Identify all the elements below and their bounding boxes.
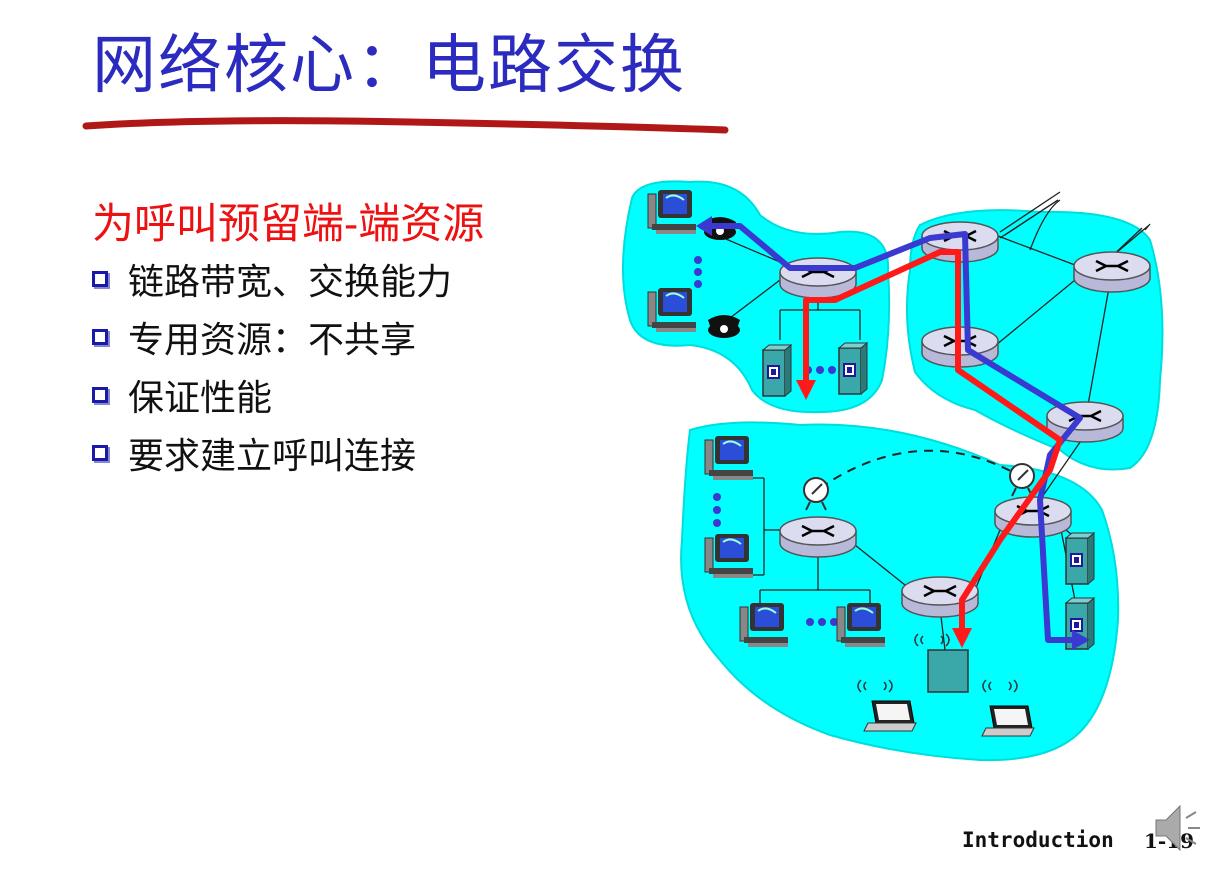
circuit-arrow-blue-start [696, 216, 712, 236]
square-bullet-icon [92, 445, 108, 461]
router-icon [778, 256, 858, 300]
circuit-arrow-blue [1072, 630, 1090, 650]
server-icon [838, 342, 868, 395]
circuit-path-red [803, 249, 1063, 632]
ellipsis-dots [694, 256, 702, 288]
server-icon [762, 344, 792, 397]
bullet-text: 链路带宽、交换能力 [128, 262, 453, 303]
router-icon [778, 515, 858, 559]
square-bullet-icon [92, 271, 108, 287]
bullet-item: 要求建立呼叫连接 [92, 424, 452, 482]
footer-label: Introduction [962, 828, 1114, 852]
bullet-text: 要求建立呼叫连接 [128, 436, 417, 477]
bullet-item: 链路带宽、交换能力 [92, 250, 452, 308]
network-diagram [622, 180, 1164, 762]
bullet-item: 保证性能 [92, 366, 452, 424]
desktop-computer-icon [739, 602, 789, 648]
desktop-computer-icon [836, 602, 886, 648]
square-bullet-icon [92, 387, 108, 403]
circuit-arrow-red-start [796, 380, 816, 400]
bullet-text: 专用资源：不共享 [128, 320, 417, 361]
circuit-arrow-red [952, 628, 972, 648]
desktop-computer-icon [704, 435, 754, 481]
server-icon [1065, 532, 1095, 585]
slide-title: 网络核心：电路交换 [92, 29, 686, 103]
bullet-text: 保证性能 [128, 378, 273, 419]
bullet-list: 链路带宽、交换能力 专用资源：不共享 保证性能 要求建立呼叫连接 [92, 250, 452, 482]
ellipsis-dots [806, 618, 838, 626]
telephone-icon [708, 315, 740, 338]
desktop-computer-icon [704, 533, 754, 579]
desktop-computer-icon [647, 189, 697, 235]
wireless-access-point-icon [927, 649, 969, 693]
desktop-computer-icon [647, 287, 697, 333]
router-icon [1072, 250, 1152, 294]
bullet-item: 专用资源：不共享 [92, 308, 452, 366]
speaker-icon[interactable] [1152, 798, 1204, 858]
network-cloud-top-left [622, 180, 891, 414]
circuit-path-blue [704, 223, 1083, 643]
title-underline [82, 117, 729, 134]
ellipsis-dots [713, 493, 721, 527]
square-bullet-icon [92, 329, 108, 345]
subheading: 为呼叫预留端-端资源 [92, 199, 485, 248]
